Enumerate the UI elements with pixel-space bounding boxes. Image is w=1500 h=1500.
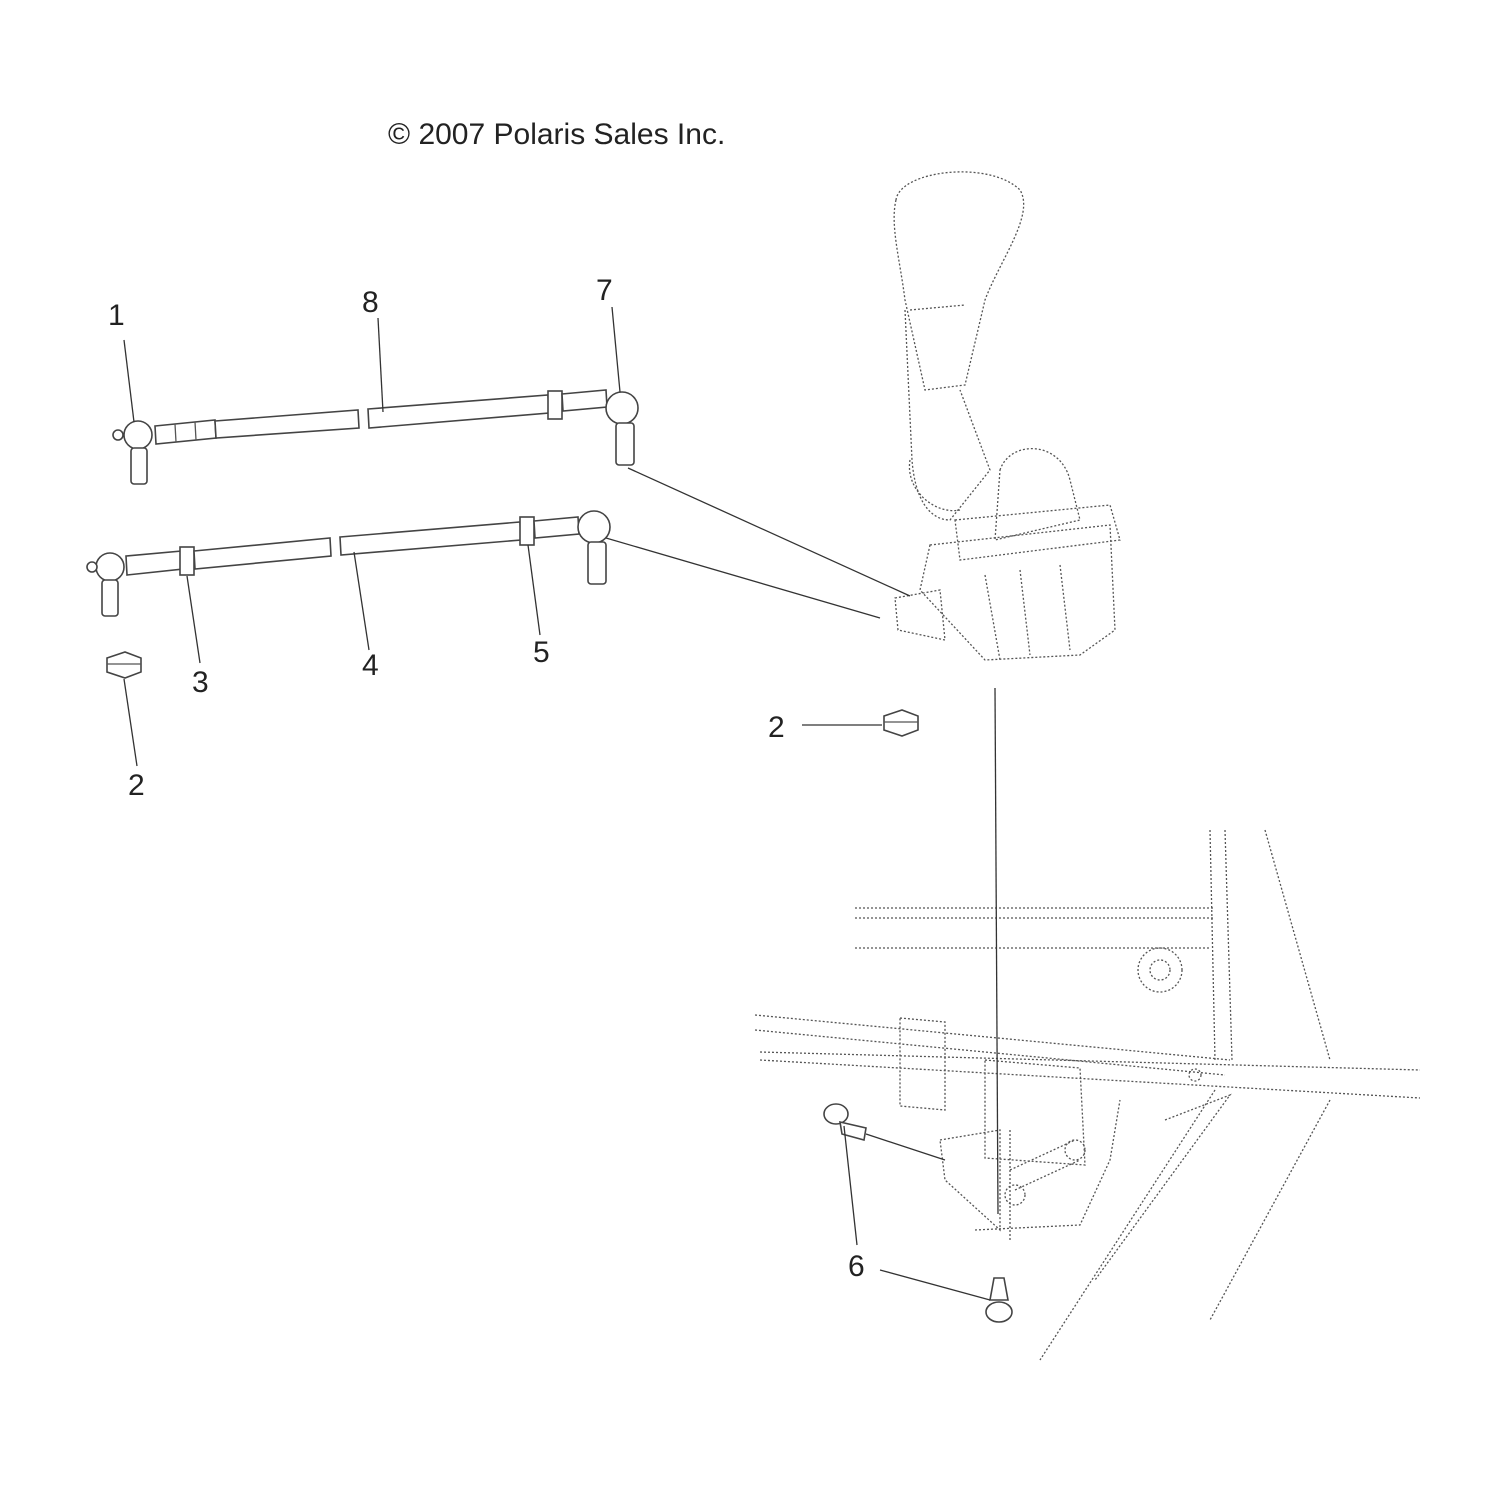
callout-2-right: 2	[768, 711, 785, 744]
callout-3: 3	[192, 666, 209, 699]
callout-2-left: 2	[128, 769, 145, 802]
callout-4: 4	[362, 649, 379, 682]
callout-6: 6	[848, 1250, 865, 1283]
shift-lever-assembly	[893, 171, 1121, 661]
vehicle-frame	[754, 829, 1421, 1361]
hex-nut-right	[883, 709, 919, 737]
upper-linkage-rod	[112, 389, 639, 485]
flange-bolt-upper	[823, 1103, 867, 1142]
callout-7: 7	[596, 274, 613, 307]
lower-linkage-rod	[86, 510, 611, 617]
assembly-lines	[605, 467, 999, 1215]
flange-bolt-lower	[985, 1277, 1013, 1323]
callout-5: 5	[533, 636, 550, 669]
callout-1: 1	[108, 299, 125, 332]
hex-nut-left	[106, 651, 142, 679]
copyright-notice: © 2007 Polaris Sales Inc.	[388, 118, 726, 151]
callout-leaders	[123, 306, 991, 1301]
callout-8: 8	[362, 286, 379, 319]
